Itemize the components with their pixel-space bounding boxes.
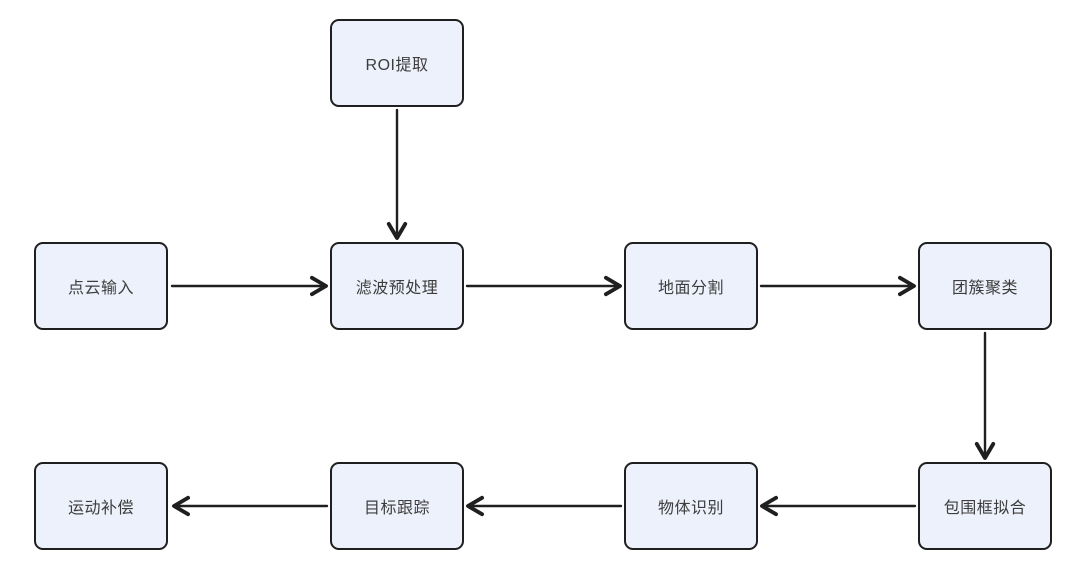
- node-target-tracking-label: 目标跟踪: [363, 500, 430, 517]
- node-ground-segmentation: 地面分割: [624, 242, 758, 330]
- node-motion-compensation-label: 运动补偿: [67, 500, 134, 517]
- node-motion-compensation: 运动补偿: [34, 462, 168, 550]
- node-roi-extraction: ROI提取: [330, 19, 464, 107]
- node-roi-extraction-label: ROI提取: [365, 57, 429, 74]
- node-object-recognition-label: 物体识别: [657, 500, 724, 517]
- node-bounding-box-fitting: 包围框拟合: [918, 462, 1052, 550]
- node-point-cloud-input-label: 点云输入: [67, 280, 134, 297]
- node-bounding-box-fitting-label: 包围框拟合: [943, 500, 1027, 517]
- node-target-tracking: 目标跟踪: [330, 462, 464, 550]
- node-object-recognition: 物体识别: [624, 462, 758, 550]
- node-filter-preprocess: 滤波预处理: [330, 242, 464, 330]
- node-ground-segmentation-label: 地面分割: [657, 280, 724, 297]
- node-filter-preprocess-label: 滤波预处理: [355, 280, 439, 297]
- node-clustering: 团簇聚类: [918, 242, 1052, 330]
- node-clustering-label: 团簇聚类: [951, 280, 1018, 297]
- node-point-cloud-input: 点云输入: [34, 242, 168, 330]
